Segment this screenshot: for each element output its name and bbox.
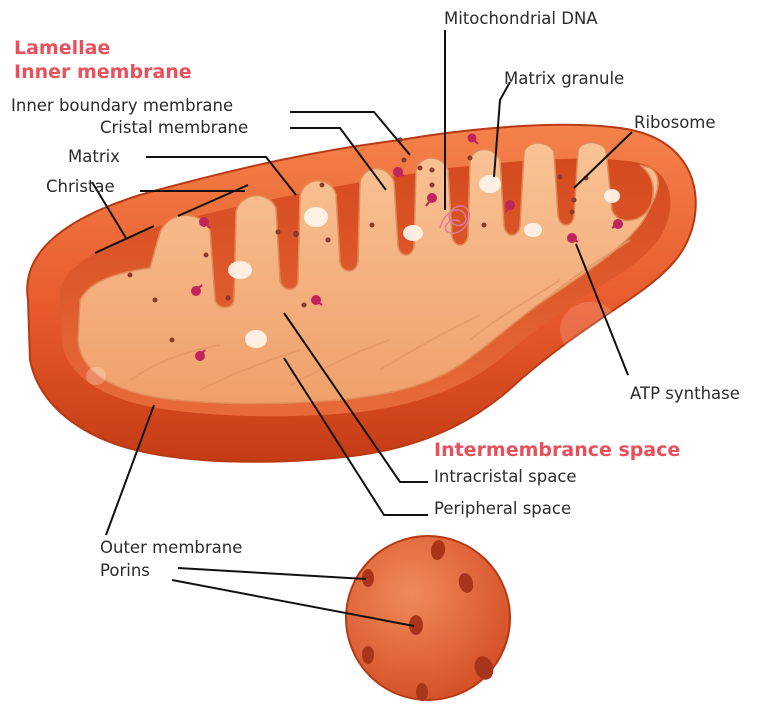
heading-intermembrane-space: Intermembrance space bbox=[434, 439, 680, 462]
label-matrix: Matrix bbox=[68, 147, 120, 167]
label-porins: Porins bbox=[100, 561, 150, 581]
heading-lamellae: Lamellae bbox=[14, 37, 110, 60]
label-atp-synthase: ATP synthase bbox=[630, 384, 740, 404]
heading-inner-membrane: Inner membrane bbox=[14, 61, 192, 84]
label-outer-membrane: Outer membrane bbox=[100, 538, 242, 558]
label-inner-boundary-membrane: Inner boundary membrane bbox=[11, 96, 233, 116]
leader-porin-a bbox=[178, 568, 366, 579]
label-cristal-membrane: Cristal membrane bbox=[100, 118, 248, 138]
label-intracristal-space: Intracristal space bbox=[434, 467, 577, 487]
label-ribosome: Ribosome bbox=[634, 113, 716, 133]
label-matrix-granule: Matrix granule bbox=[504, 69, 624, 89]
label-christae: Christae bbox=[46, 177, 115, 197]
label-peripheral-space: Peripheral space bbox=[434, 499, 571, 519]
label-mitochondrial-dna: Mitochondrial DNA bbox=[444, 9, 598, 29]
